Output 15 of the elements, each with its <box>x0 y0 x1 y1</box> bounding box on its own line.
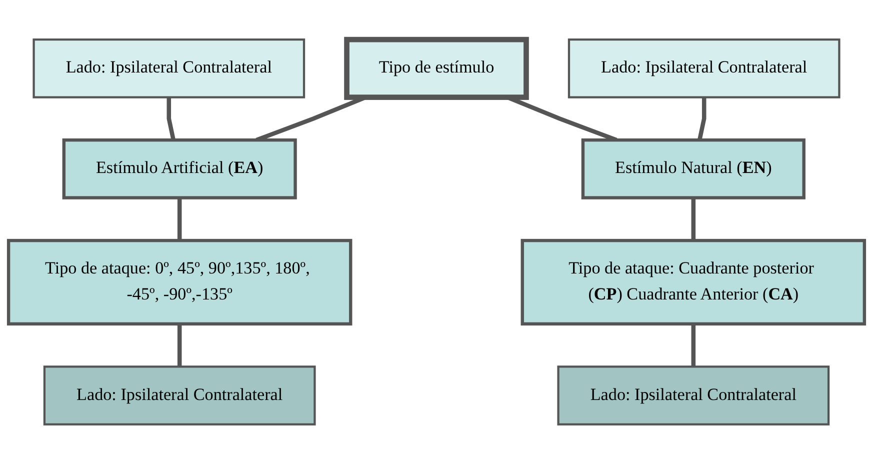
connector <box>177 323 182 366</box>
node-box: Estímulo Natural (EN) <box>581 138 806 199</box>
node-box: Tipo de estímulo <box>344 36 529 100</box>
node-box: Estímulo Artificial (EA) <box>62 138 297 199</box>
connector <box>691 197 696 240</box>
node-box: Tipo de ataque: 0º, 45º, 90º,135º, 180º, -45º, -90º,-135º <box>6 238 352 326</box>
connector <box>691 323 696 366</box>
node-box: Tipo de ataque: Cuadrante posterior (CP) Cuadrante Anterior (CA) <box>520 238 866 326</box>
node-box: Lado: Ipsilateral Contralateral <box>557 365 830 425</box>
node-box: Lado: Ipsilateral Contralateral <box>568 38 840 98</box>
connector <box>177 197 182 240</box>
connector <box>166 96 176 140</box>
connector <box>697 96 706 140</box>
node-box: Lado: Ipsilateral Contralateral <box>43 365 316 425</box>
node-box: Lado: Ipsilateral Contralateral <box>32 38 306 98</box>
